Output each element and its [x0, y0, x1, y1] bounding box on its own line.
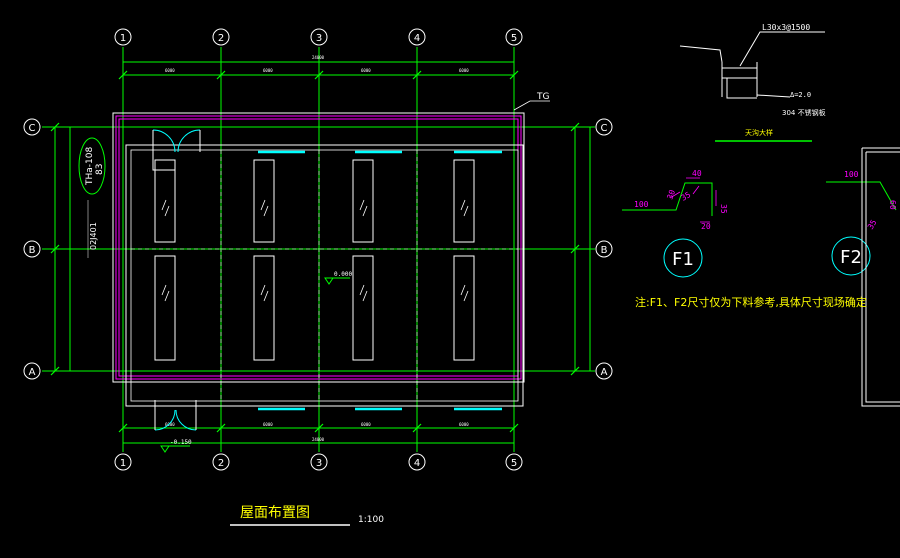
rail-detail: [679, 31, 825, 99]
axis-right-a: A: [601, 367, 608, 378]
axis-top-4: 4: [414, 33, 420, 44]
axis-top-2: 2: [218, 33, 224, 44]
f2-label: F2: [840, 247, 862, 268]
axis-bubbles: [23, 28, 613, 471]
f1-bubble: [663, 238, 703, 278]
skylights: [154, 159, 475, 361]
f2-dim-35: 35: [866, 218, 879, 231]
elevation-mark-bottom: [160, 445, 190, 453]
axis-right-b: B: [601, 245, 608, 256]
f2-dim-100: 100: [844, 170, 859, 179]
axis-bottom-3: 3: [316, 458, 322, 469]
axis-left-c: C: [29, 123, 36, 134]
interior-dashed: [131, 150, 518, 401]
dimension-texts: 6000 6000 6000 6000 24000 6000 6000 6000 600…: [165, 55, 469, 442]
svg-text:6000: 6000: [361, 68, 371, 73]
svg-text:6000: 6000: [263, 422, 273, 427]
f1-dim-texts: 100 40 30 35 35 20: [634, 169, 728, 231]
f2-profile: [826, 181, 897, 211]
f2-bubble: [831, 236, 871, 276]
svg-text:6000: 6000: [361, 422, 371, 427]
axis-top-1: 1: [120, 33, 126, 44]
svg-text:24000: 24000: [312, 437, 325, 442]
svg-text:6000: 6000: [459, 68, 469, 73]
door-swings: [152, 129, 201, 431]
f2-dim-texts: 100 60 35: [844, 170, 897, 231]
grid-lines: [42, 47, 595, 452]
axis-top-3: 3: [316, 33, 322, 44]
rail-caption: 天沟大样: [745, 128, 773, 137]
drawing-title: 屋面布置图: [240, 505, 310, 521]
f1-dim-20: 20: [701, 222, 711, 231]
annotation-rotated: THa-10883: [85, 147, 105, 186]
detail-note: 注:F1、F2尺寸仅为下料参考,具体尺寸现场确定: [635, 295, 867, 309]
elevation-mark-roof: [324, 277, 350, 285]
axis-left-a: A: [29, 367, 36, 378]
svg-text:6000: 6000: [165, 68, 175, 73]
annotation-ellipse: [78, 137, 106, 195]
svg-text:6000: 6000: [165, 422, 175, 427]
f1-dim-40: 40: [692, 169, 702, 178]
axis-labels: 1 2 3 4 5 1 2 3 4 5 C B A C B A: [29, 33, 608, 469]
window-strips: [258, 150, 502, 411]
f1-profile: [622, 182, 713, 216]
f1-dim-30: 30: [665, 188, 677, 200]
tg-leader: [513, 100, 550, 111]
door-frames: [152, 130, 201, 430]
annotation-rotated-2: 02J401: [89, 222, 98, 250]
svg-text:24000: 24000: [312, 55, 325, 60]
drawing-scale: 1:100: [358, 515, 384, 525]
elevation-bottom: -0.150: [170, 439, 192, 446]
f1-dim-35b: 35: [719, 204, 728, 214]
skylight-glazing-marks: [161, 199, 469, 302]
svg-text:6000: 6000: [459, 422, 469, 427]
f1-label: F1: [672, 249, 694, 270]
side-frame-partial: [861, 147, 900, 407]
rail-material: 304 不锈钢板: [782, 108, 826, 117]
axis-bottom-4: 4: [414, 458, 420, 469]
axis-right-c: C: [601, 123, 608, 134]
axis-bottom-2: 2: [218, 458, 224, 469]
f1-dim-35a: 35: [680, 190, 693, 203]
svg-text:6000: 6000: [263, 68, 273, 73]
axis-top-5: 5: [511, 33, 517, 44]
axis-bottom-5: 5: [511, 458, 517, 469]
rail-thickness: Δ=2.0: [790, 91, 811, 99]
elevation-roof: 0.000: [334, 271, 352, 278]
axis-bottom-1: 1: [120, 458, 126, 469]
axis-left-b: B: [29, 245, 36, 256]
f1-dim-100: 100: [634, 200, 649, 209]
tg-label: TG: [536, 92, 549, 102]
rail-spec: L30x3@1500: [762, 23, 810, 32]
f2-dim-60: 60: [888, 200, 897, 210]
roof-outline: [112, 112, 525, 407]
f1-dims: [669, 177, 717, 223]
